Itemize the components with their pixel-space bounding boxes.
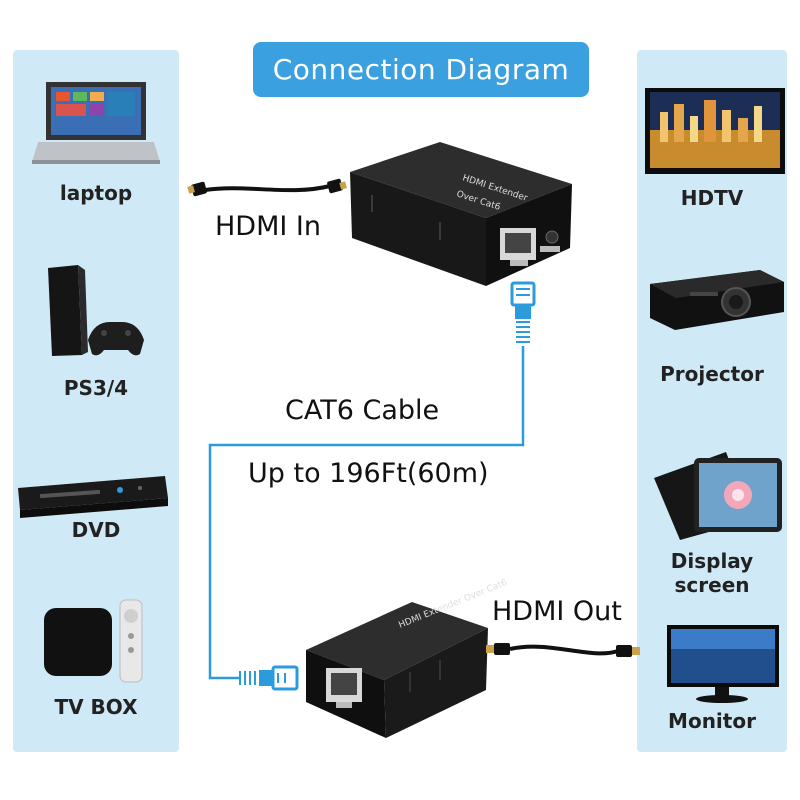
display-label-hdtv: HDTV xyxy=(680,186,744,210)
cable-label: CAT6 Cable xyxy=(285,395,440,426)
hdtv-icon xyxy=(645,88,785,174)
source-label-ps34: PS3/4 xyxy=(63,376,129,400)
display-label-projector: Projector xyxy=(660,362,764,386)
source-label-dvd: DVD xyxy=(71,518,121,542)
hdmi-out-cable xyxy=(486,643,640,657)
source-label-tv-box: TV BOX xyxy=(54,695,138,719)
laptop-icon xyxy=(32,82,160,164)
transmitter-box xyxy=(350,142,572,286)
tv-box-icon xyxy=(44,599,143,683)
cat6-cable xyxy=(208,281,536,691)
projector-icon xyxy=(650,270,784,330)
source-label-laptop: laptop xyxy=(59,181,133,205)
distance-label: Up to 196Ft(60m) xyxy=(248,458,489,489)
game-console-icon xyxy=(48,265,144,356)
dvd-player-icon xyxy=(18,476,168,518)
diagram-title: Connection Diagram xyxy=(253,42,589,97)
hdmi-in-cable xyxy=(187,178,347,197)
monitor-icon xyxy=(667,625,779,703)
display-label-display-screen: Display screen xyxy=(670,549,754,597)
tablet-display-icon xyxy=(654,452,782,540)
hdmi-in-label: HDMI In xyxy=(215,211,322,242)
display-label-monitor: Monitor xyxy=(668,709,756,733)
receiver-box xyxy=(306,602,488,738)
hdmi-out-label: HDMI Out xyxy=(492,596,622,627)
